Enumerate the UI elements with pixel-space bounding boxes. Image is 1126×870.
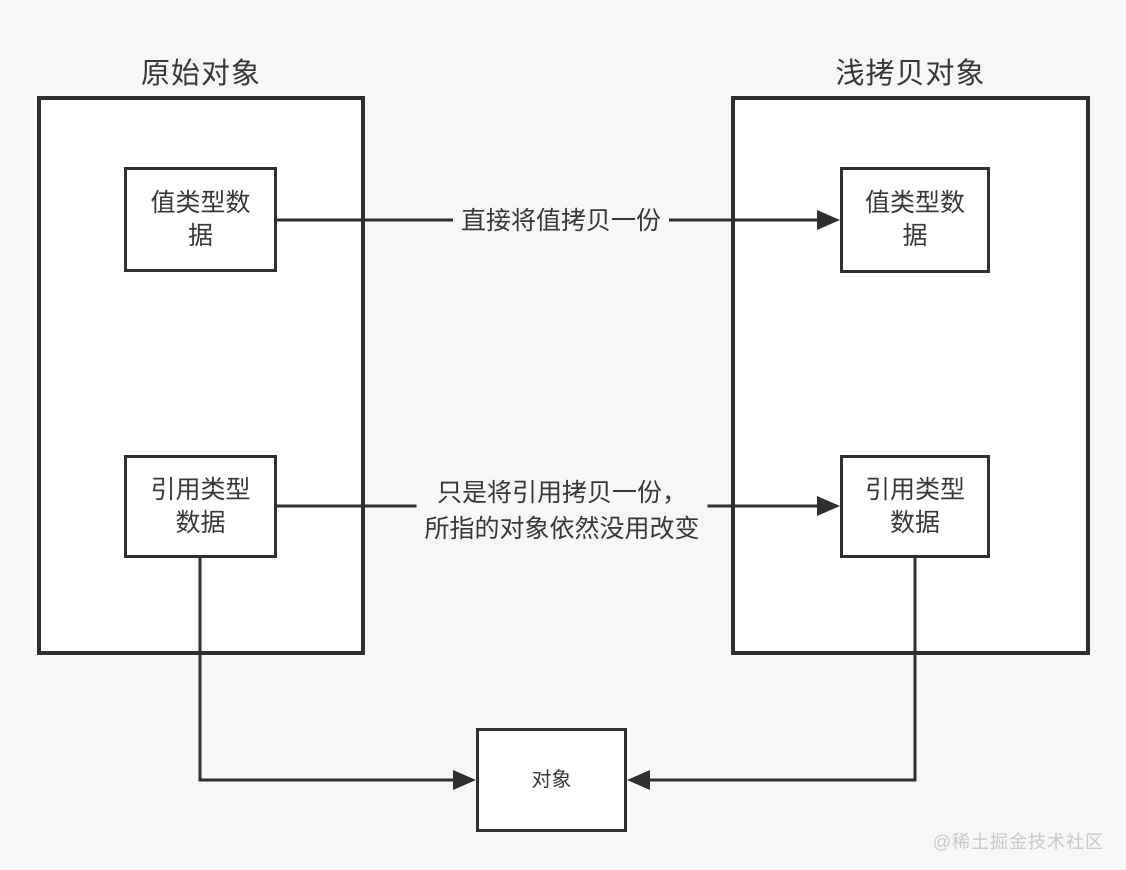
object-box-label: 对象 <box>531 769 572 791</box>
edge-label-ref-copy-line2: 所指的对象依然没用改变 <box>424 515 700 543</box>
group-title-shallow-copy: 浅拷贝对象 <box>835 58 986 90</box>
ref-type-box-copy: 引用类型 数据 <box>840 455 990 558</box>
arrowhead-copy-ref-to-object <box>627 770 650 790</box>
value-type-box-copy-line2: 据 <box>902 222 928 250</box>
ref-type-box-copy-line2: 数据 <box>889 508 940 537</box>
arrow-copy-ref-to-object <box>647 558 917 782</box>
arrowhead-value-copy <box>817 210 840 230</box>
arrowhead-original-ref-to-object <box>453 770 476 790</box>
arrow-original-ref-to-object <box>198 558 456 782</box>
ref-type-box-original-line2: 数据 <box>175 508 226 537</box>
edge-label-value-copy: 直接将值拷贝一份 <box>452 203 670 239</box>
value-type-box-original-line1: 值类型数 <box>150 188 251 217</box>
value-type-box-copy-line1: 值类型数 <box>864 189 965 217</box>
object-box: 对象 <box>476 728 627 832</box>
arrowhead-ref-copy <box>817 496 840 516</box>
value-type-box-copy: 值类型数 据 <box>840 167 990 273</box>
value-type-box-original: 值类型数 据 <box>124 167 277 272</box>
group-title-original: 原始对象 <box>140 58 261 90</box>
edge-label-ref-copy-line1: 只是将引用拷贝一份， <box>436 479 688 507</box>
edge-label-ref-copy: 只是将引用拷贝一份， 所指的对象依然没用改变 <box>416 475 708 547</box>
watermark: @稀土掘金技术社区 <box>932 832 1104 852</box>
ref-type-box-copy-line1: 引用类型 <box>864 475 965 504</box>
ref-type-box-original: 引用类型 数据 <box>124 455 277 558</box>
ref-type-box-original-line1: 引用类型 <box>150 475 251 504</box>
value-type-box-original-line2: 据 <box>187 221 213 250</box>
